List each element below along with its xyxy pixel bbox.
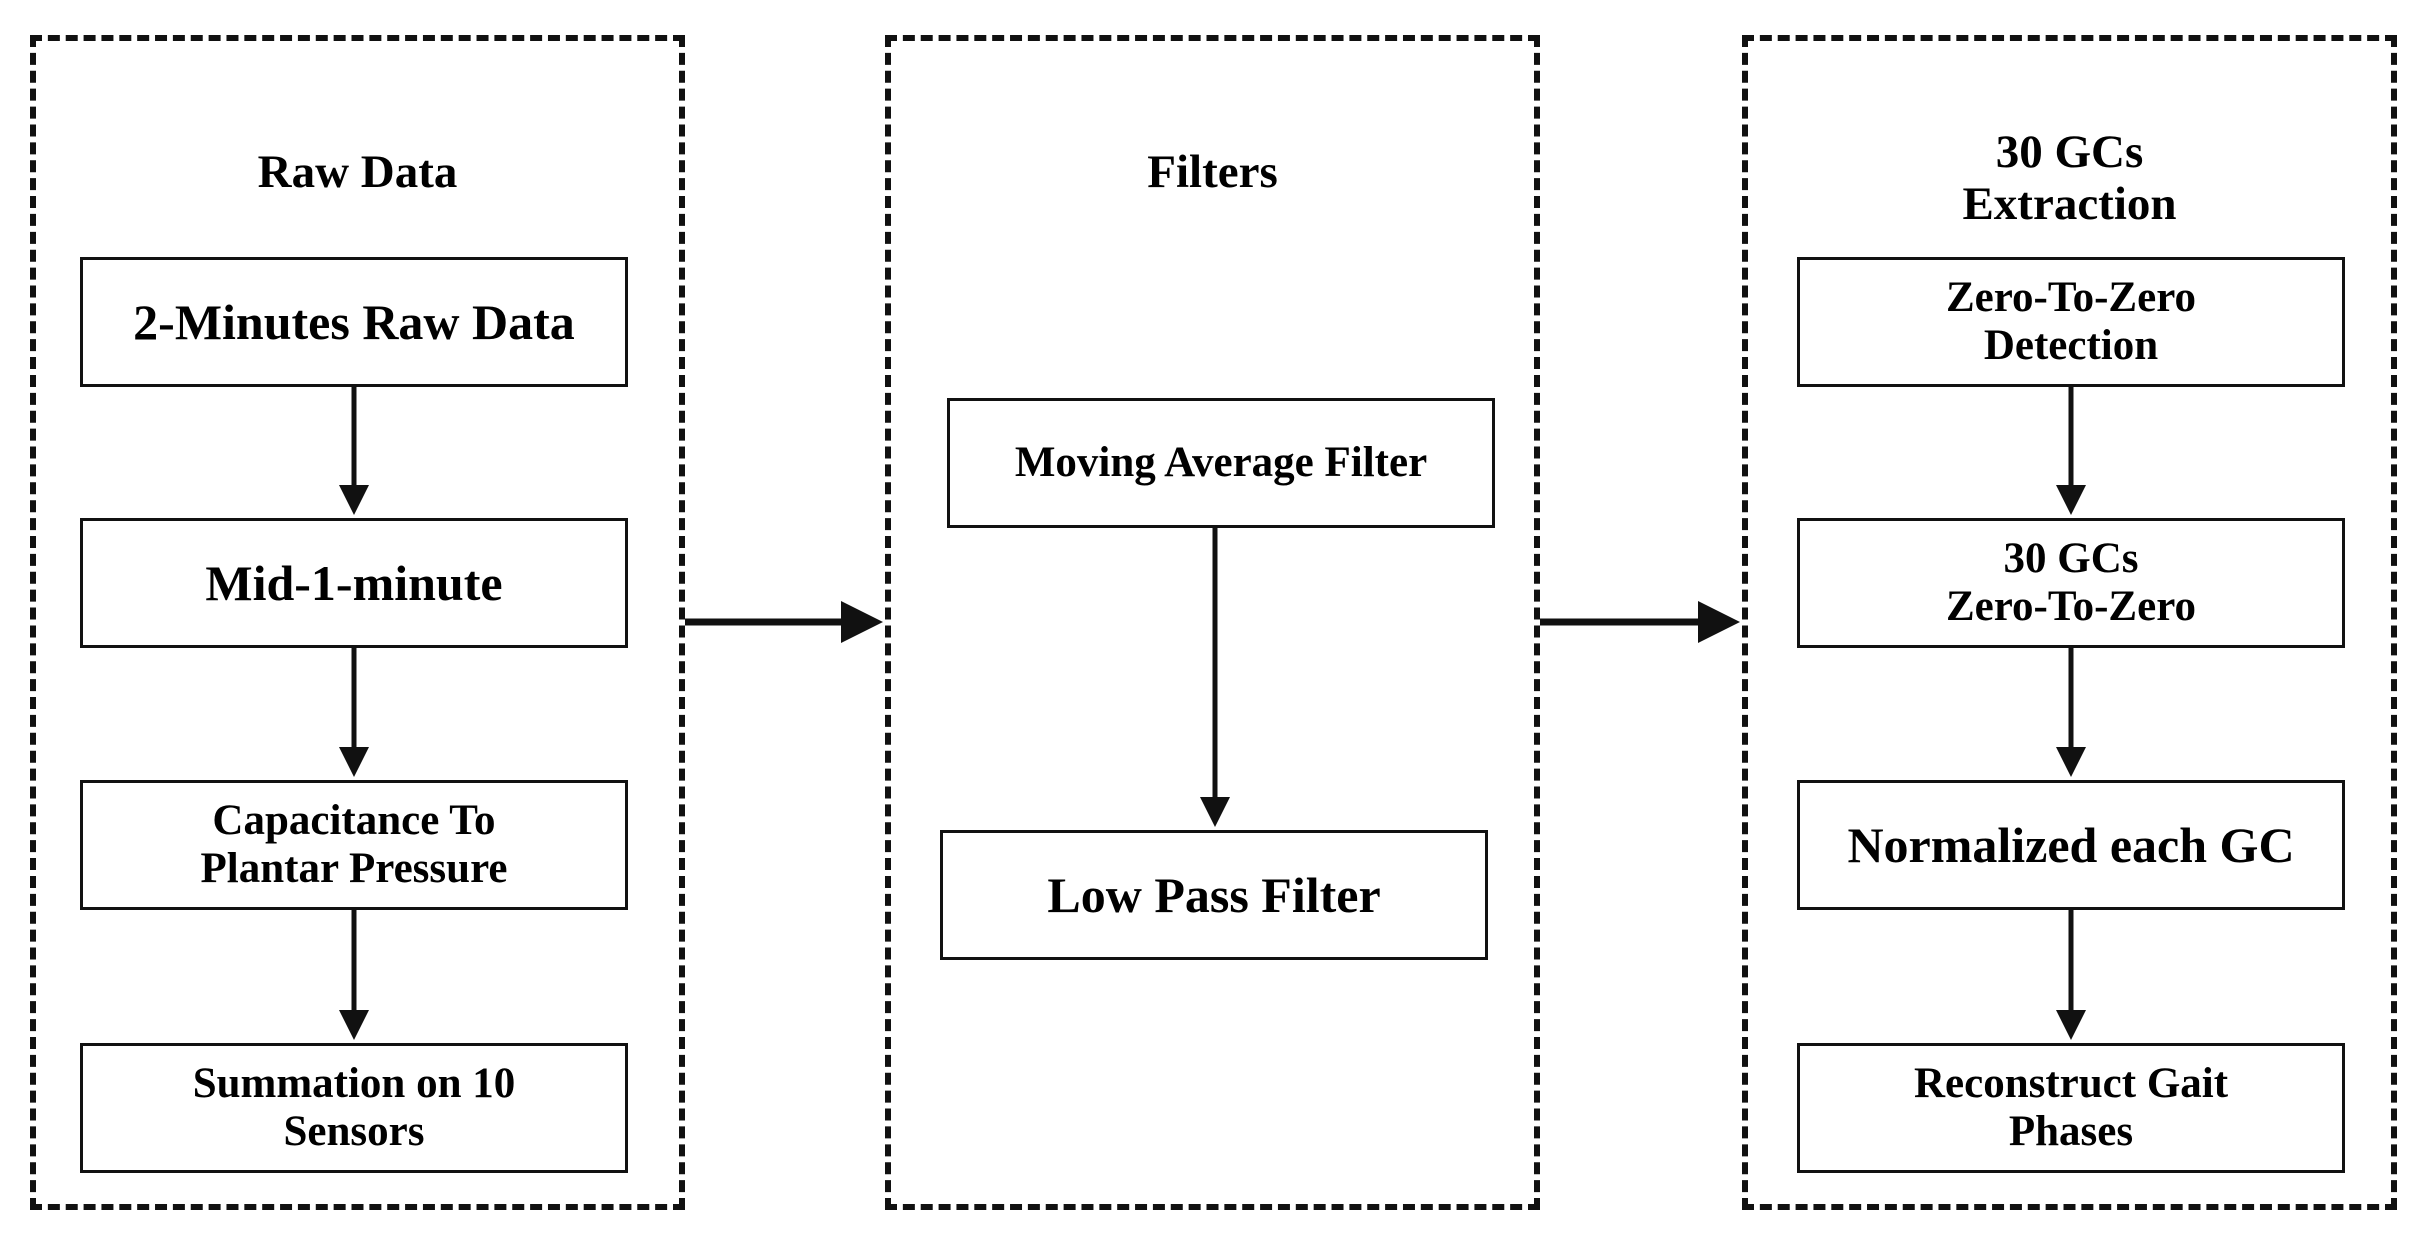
node-summation-on-10-sensors: Summation on 10 Sensors [80,1043,628,1173]
node-capacitance-to-plantar-pressure: Capacitance To Plantar Pressure [80,780,628,910]
node-moving-average-filter: Moving Average Filter [947,398,1495,528]
panel-title-filters: Filters [1147,146,1278,198]
node-reconstruct-gait-phases: Reconstruct Gait Phases [1797,1043,2345,1173]
panel-title-30-gcs-extraction: 30 GCs Extraction [1962,126,2177,230]
panel-filters: Filters [885,35,1540,1210]
panel-title-raw-data: Raw Data [257,146,458,198]
node-low-pass-filter: Low Pass Filter [940,830,1488,960]
node-normalized-each-gc: Normalized each GC [1797,780,2345,910]
node-30-gcs-zero-to-zero: 30 GCs Zero-To-Zero [1797,518,2345,648]
panel-raw-data: Raw Data [30,35,685,1210]
node-zero-to-zero-detection: Zero-To-Zero Detection [1797,257,2345,387]
node-2-minutes-raw-data: 2-Minutes Raw Data [80,257,628,387]
panel-30-gcs-extraction: 30 GCs Extraction [1742,35,2397,1210]
node-mid-1-minute: Mid-1-minute [80,518,628,648]
